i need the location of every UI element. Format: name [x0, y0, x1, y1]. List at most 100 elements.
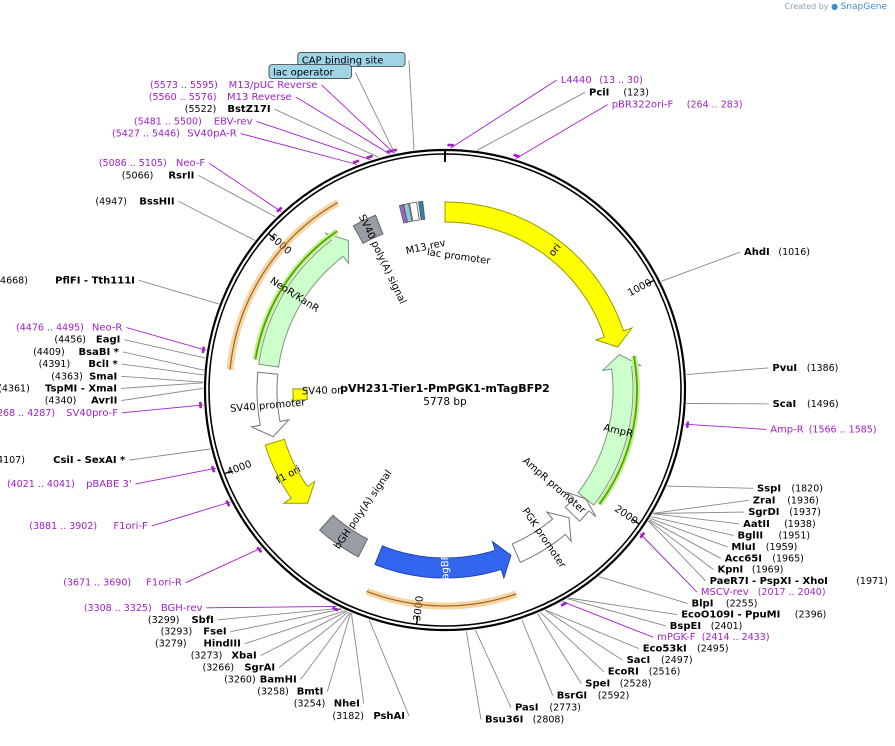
enzyme-pos-sbfi: (3299) [148, 615, 180, 626]
feature-ampr-promoter [564, 491, 597, 522]
primer-mark-f1ori-f [225, 500, 231, 507]
enzyme-zrai: ZraI [753, 495, 776, 506]
enzyme-bsu36i: Bsu36I [485, 715, 523, 726]
primer-mark-pbabe-3 [210, 465, 216, 473]
leader-prim-pbr322ori-f [515, 104, 608, 159]
leader-enz-zrai [653, 499, 749, 514]
enzyme-pos-mlui: (1959) [766, 542, 798, 553]
leader-prim-sv40pa-r [240, 133, 358, 165]
enzyme-bsshii: BssHII [139, 196, 174, 207]
feature-label-mtagbfp2: mTagBFP2 [440, 542, 451, 594]
enzyme-bcli: BclI * [88, 359, 118, 370]
leader-enz-sgrdi [653, 511, 745, 514]
neo-cds-inner [254, 230, 338, 360]
enzyme-pos-sgrai: (3266) [203, 663, 235, 674]
enzyme-pos-smai: (4363) [51, 371, 83, 382]
scale-tick-5000 [267, 233, 275, 240]
leader-enz-aatii [652, 513, 740, 525]
leader-enz-smai [121, 375, 204, 383]
leader-enz-pcii [477, 91, 586, 151]
enzyme-blpi: BlpI [692, 598, 714, 609]
leader-enz-csii-sexai [129, 448, 211, 461]
primer-m13-puc-reverse: M13/pUC Reverse [229, 80, 318, 91]
enzyme-pos-bamhi: (3260) [224, 675, 256, 686]
primer-ebv-rev: EBV-rev [214, 116, 253, 127]
feature-sv40-promoter [249, 371, 291, 438]
leader-enz-pflfi-tth111i [138, 279, 219, 305]
label-lac-operator: lac operator [273, 68, 334, 79]
enzyme-pos-csii-sexai: (4107) [0, 455, 25, 466]
enzyme-bspei: BspEI [670, 621, 701, 632]
enzyme-hindiii: HindIII [204, 639, 241, 650]
enzyme-pos-aatii: (1938) [784, 519, 816, 530]
leader-prim-ebv-rev [256, 120, 371, 161]
brand-name: SnapGene [840, 2, 887, 12]
enzyme-sgrdi: SgrDI [748, 507, 779, 518]
primer-pos-f1ori-r: (3671 .. 3690) [63, 578, 131, 589]
leader-prim-bgh-rev [206, 605, 337, 609]
feature-bgh-poly-a-signal [318, 514, 369, 558]
leader-prim-f1ori-r [185, 547, 262, 584]
leader-prim-m13-reverse [295, 96, 391, 155]
enzyme-pos-xbai: (3273) [191, 651, 223, 662]
enzyme-paer7i-pspxi-xhoi: PaeR7I - PspXI - XhoI [710, 576, 828, 587]
leader-enz-bstz17i [274, 108, 379, 158]
enzyme-pos-blpi: (2255) [726, 598, 758, 609]
primer-pos-f1ori-f: (3881 .. 3902) [29, 521, 97, 532]
scale-label-4000: 4000 [226, 459, 254, 478]
enzyme-sbfi: SbfI [191, 615, 213, 626]
box-lac-operator [268, 64, 352, 79]
enzyme-pos-avrii: (4340) [45, 396, 77, 407]
enzyme-pos-bsrgi: (2592) [598, 690, 630, 701]
leader-enz-bspei [567, 598, 666, 627]
leader-enz-pvui [686, 367, 769, 376]
leader-box-cap-binding-site [408, 60, 415, 151]
enzyme-pos-pasi: (2773) [549, 703, 581, 714]
enzyme-avrii: AvrII [91, 396, 117, 407]
primer-mark-mscv-rev [639, 531, 646, 539]
enzyme-pos-acc65i: (1965) [772, 553, 804, 564]
leader-enz-blpi [598, 576, 688, 604]
enzyme-pos-tspmi-xmai: (4361) [0, 383, 30, 394]
leader-enz-paer7i-pspxi-xhoi [648, 520, 706, 582]
leader-prim-amp-r [684, 423, 767, 430]
primer-mark-pbr322ori-f [513, 153, 521, 158]
leader-enz-rsrii [198, 175, 277, 218]
enzyme-pcii: PciI [589, 87, 609, 98]
primer-pbabe-3: pBABE 3' [86, 479, 132, 490]
feature-cap-binding-site [418, 200, 426, 221]
enzyme-eagi: EagI [96, 335, 120, 346]
primer-pos-neo-r: (4476 .. 4495) [16, 323, 84, 334]
leader-enz-hindiii [244, 610, 346, 645]
enzyme-pos-bcli: (4391) [39, 359, 71, 370]
enzyme-pos-fsei: (3293) [161, 627, 193, 638]
enzyme-bstz17i: BstZ17I [227, 104, 270, 115]
primer-mpgk-f: mPGK-F [657, 632, 696, 643]
enzyme-pshai: PshAI [373, 711, 405, 722]
leader-prim-mscv-rev [639, 533, 698, 593]
primer-mark-ebv-rev [366, 154, 373, 160]
scale-tick-4000 [224, 470, 233, 475]
leader-enz-pshai [368, 619, 410, 717]
primer-mark-mpgk-f [560, 601, 568, 607]
enzyme-scai: ScaI [773, 399, 797, 410]
enzyme-ecoo109i-ppumi: EcoO109I - PpuMI [681, 610, 780, 621]
leader-enz-bsu36i [465, 631, 482, 720]
enzyme-bamhi: BamHI [260, 675, 297, 686]
primer-mark-neo-r [201, 346, 206, 354]
enzyme-pos-bmti: (3258) [257, 687, 289, 698]
leader-enz-spei [537, 613, 582, 684]
feature-ampr [577, 353, 643, 506]
enzyme-pos-pcii: (123) [623, 87, 649, 98]
leader-prim-l4440 [450, 79, 557, 149]
enzyme-pos-spei: (2528) [620, 679, 652, 690]
primer-amp-r: Amp-R [770, 424, 804, 435]
enzyme-pos-eagi: (4456) [54, 335, 86, 346]
primer-pbr322ori-f: pBR322ori-F [612, 100, 674, 111]
enzyme-pos-bspei: (2401) [711, 621, 743, 632]
primer-sv40pro-f: SV40pro-F [66, 408, 118, 419]
enzyme-mlui: MluI [731, 542, 755, 553]
leader-prim-mpgk-f [562, 601, 654, 638]
bfp-outer-orange [366, 590, 517, 607]
